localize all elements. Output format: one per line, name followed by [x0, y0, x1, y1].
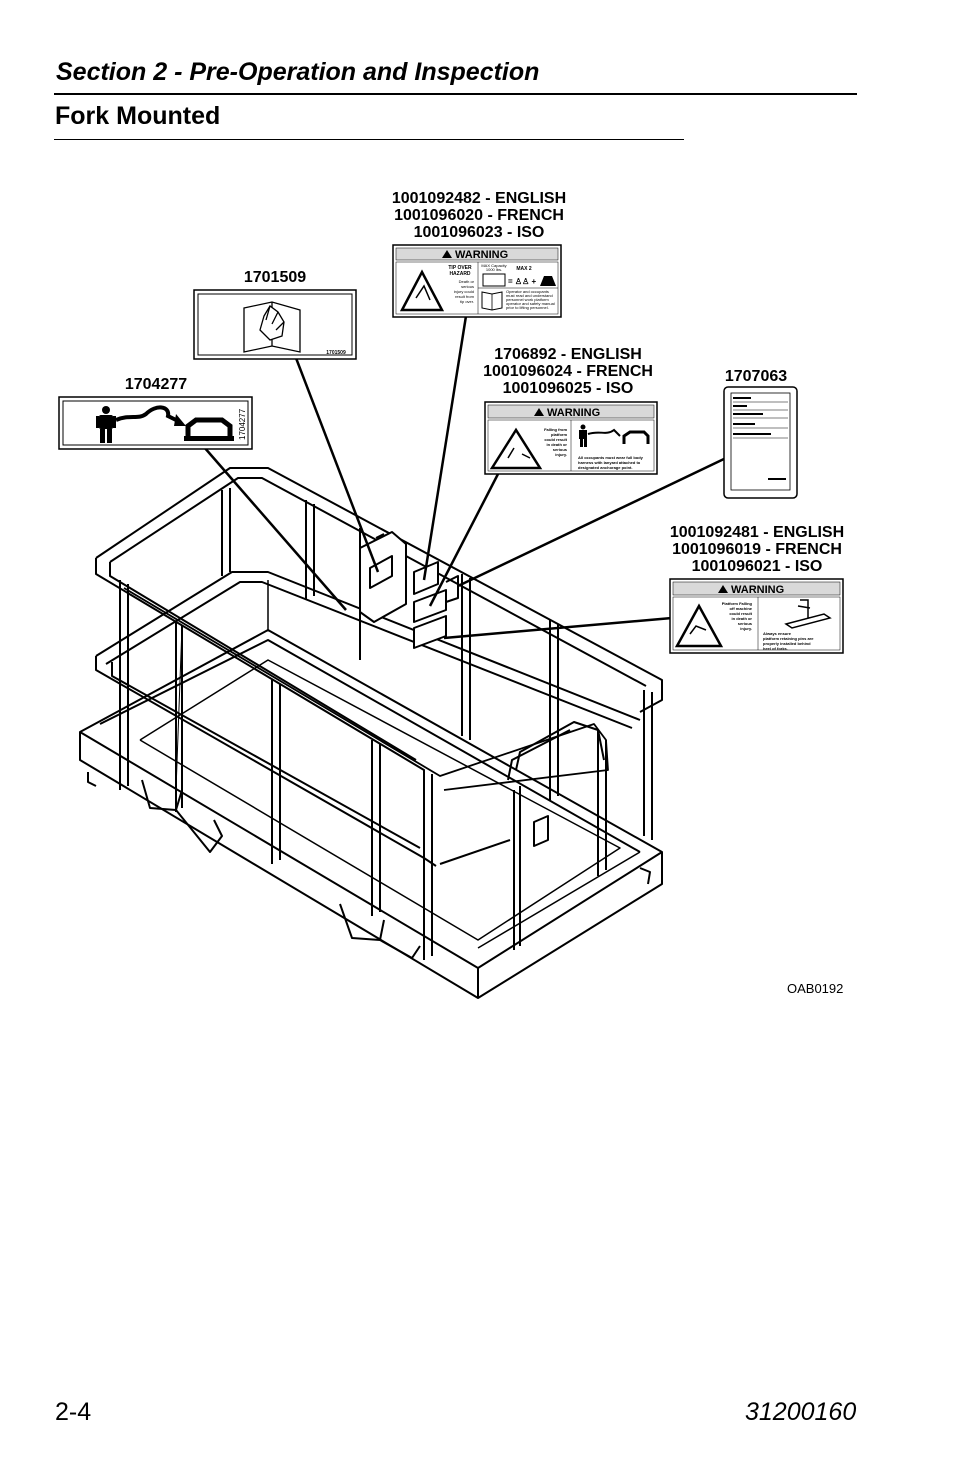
decal-f-body-6: injury. — [740, 626, 752, 631]
decal-f-footer-4: heel of forks. — [763, 646, 788, 651]
callout-decal-f-english: 1001092481 - ENGLISH — [670, 524, 844, 541]
decal-a-manual-1: Operator and occupants — [506, 289, 549, 294]
warning-triangle-icon — [442, 250, 452, 258]
warning-word: WARNING — [731, 584, 784, 596]
warning-triangle-icon — [718, 585, 728, 593]
callout-decal-e: 1707063 — [725, 368, 787, 385]
callout-decal-d-english: 1706892 - ENGLISH — [494, 346, 642, 363]
decal-d-body-1: Falling from — [544, 427, 567, 432]
leader-line-platform-falling — [443, 616, 673, 640]
capacity-icon — [482, 273, 506, 287]
figure-id: OAB0192 — [787, 981, 843, 996]
decal-platform-falling-warning: WARNING Platform Falling off machine cou… — [669, 578, 844, 654]
decal-d-footer-3: designated anchorage point. — [578, 465, 632, 470]
section-title: Section 2 - Pre-Operation and Inspection — [56, 58, 540, 86]
warning-word: WARNING — [547, 407, 600, 419]
callout-decal-a-french: 1001096020 - FRENCH — [394, 207, 564, 224]
callout-decal-d-french: 1001096024 - FRENCH — [483, 363, 653, 380]
decal-f-footer-1: Always ensure — [763, 631, 792, 636]
leader-line-1707063 — [457, 456, 727, 588]
decal-f-footer-3: properly installed behind — [763, 641, 811, 646]
decal-a-hazard-line-2: HAZARD — [449, 271, 470, 277]
decal-falling-warning: WARNING Falling from platform could resu… — [484, 401, 658, 475]
lanyard-icon — [115, 405, 177, 422]
callout-decal-a-english: 1001092482 - ENGLISH — [392, 190, 566, 207]
decal-d-body-2: platform — [551, 432, 567, 437]
decal-f-body-5: serious — [738, 621, 753, 626]
decal-a-body-4: result from — [455, 294, 475, 299]
decal-f-body-3: could result — [729, 611, 752, 616]
decal-f-footer-2: platform retaining pins are — [763, 636, 814, 641]
weight-icon — [540, 276, 556, 286]
leader-line-1701509 — [294, 357, 380, 573]
header-rule — [54, 93, 857, 95]
leader-line-1704277 — [203, 446, 347, 611]
arrow-icon — [174, 414, 186, 426]
harness-person-icon — [96, 406, 116, 443]
decal-f-body-4: in death or — [732, 616, 753, 621]
decal-a-hazard-line-1: TIP OVER — [448, 265, 472, 271]
lanyard-icon — [587, 428, 621, 437]
decal-a-body-3: injury could — [454, 289, 474, 294]
callout-labels: 1001092482 - ENGLISH 1001096020 - FRENCH… — [125, 190, 844, 575]
decal-tip-over-warning: WARNING TIP OVER HAZARD Death or serious… — [392, 244, 562, 318]
leader-line-falling — [428, 473, 500, 607]
decal-d-footer-1: All occupants must wear full body — [578, 455, 644, 460]
decal-d-body-6: injury. — [555, 452, 567, 457]
decal-d-body-4: in death or — [547, 442, 568, 447]
anchor-point-icon — [622, 430, 650, 444]
fork-pin-icon — [784, 599, 832, 629]
decal-a-manual-3: personnel work platform — [506, 297, 549, 302]
decal-a-max: MAX 2 — [516, 266, 532, 272]
tip-over-hazard-icon — [399, 269, 445, 312]
callout-decal-c: 1704277 — [125, 376, 187, 393]
decal-a-body-5: tip over. — [460, 299, 474, 304]
decal-a-manual-2: must read and understand — [506, 293, 553, 298]
decal-capacity-tag — [723, 386, 798, 499]
falling-hazard-icon — [489, 427, 543, 470]
decal-d-body-3: could result — [544, 437, 567, 442]
warning-word: WARNING — [455, 249, 508, 261]
warning-triangle-icon — [534, 408, 544, 416]
decal-c-code: 1704277 — [238, 408, 247, 440]
decal-b-code: 1701509 — [326, 350, 346, 356]
page-heading: Fork Mounted — [55, 102, 221, 130]
decal-a-manual-4: operator and safety manual — [506, 301, 555, 306]
occupants-icon: = ♙♙ + — [508, 277, 536, 286]
callout-decal-f-iso: 1001096021 - ISO — [692, 558, 823, 575]
leader-lines — [203, 315, 727, 640]
harness-person-icon — [579, 424, 587, 447]
heading-rule — [54, 139, 684, 140]
callout-decal-d-iso: 1001096025 - ISO — [503, 380, 634, 397]
decal-a-body-2: serious — [461, 284, 474, 289]
callout-decal-a-iso: 1001096023 - ISO — [414, 224, 545, 241]
page-number: 2-4 — [55, 1398, 92, 1426]
document-number: 31200160 — [745, 1398, 857, 1426]
anchor-point-icon — [184, 417, 234, 441]
callout-decal-b: 1701509 — [244, 269, 306, 286]
decal-a-manual-5: prior to lifting personnel. — [506, 305, 549, 310]
decal-a-body-1: Death or — [459, 279, 475, 284]
decal-d-footer-2: harness with lanyard attached to — [578, 460, 641, 465]
platform-falling-hazard-icon — [674, 603, 724, 648]
leader-line-tip-over — [422, 315, 468, 581]
decal-f-body-2: off machine — [730, 606, 753, 611]
callout-decal-f-french: 1001096019 - FRENCH — [672, 541, 842, 558]
decal-a-capacity-1: MAX Capacity — [481, 263, 506, 268]
decal-f-body-1: Platform Falling — [722, 601, 753, 606]
decal-a-capacity-2: 1000 lbs. — [486, 267, 502, 272]
decal-d-body-5: serious — [553, 447, 568, 452]
decal-lanyard-anchor: 1704277 — [58, 396, 253, 450]
decal-read-manual: 1701509 — [193, 289, 357, 360]
open-manual-icon — [243, 301, 301, 353]
platform-drawing — [79, 467, 663, 999]
